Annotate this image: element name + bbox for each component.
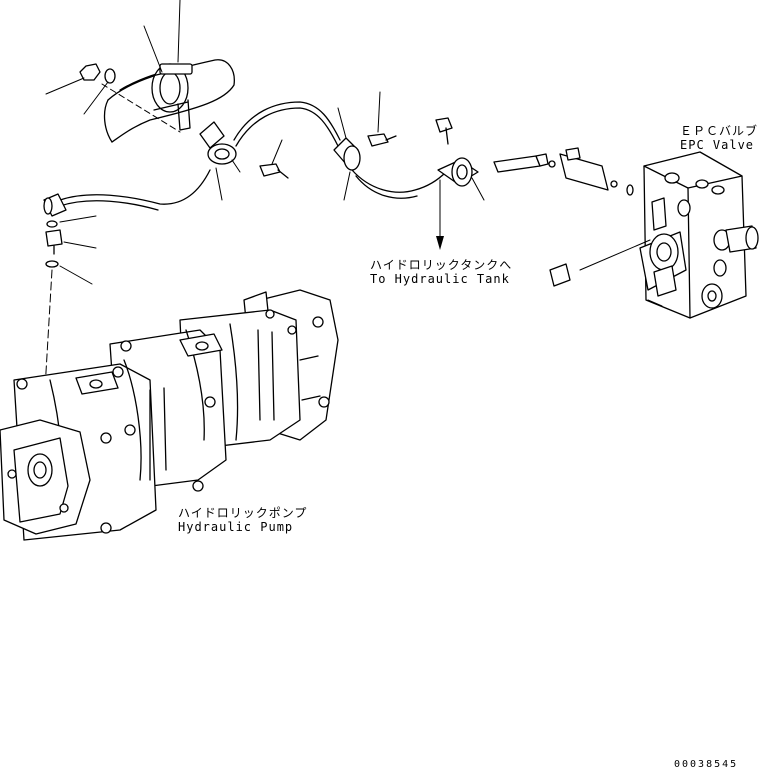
- epc-valve-label-en: EPC Valve: [680, 138, 755, 152]
- tank-label-jp: ハイドロリックタンクへ: [370, 258, 513, 272]
- bolt-icon: [259, 163, 281, 177]
- bolt-upper: [435, 117, 453, 145]
- tank-label: ハイドロリックタンクへ To Hydraulic Tank: [370, 258, 512, 286]
- connector-bolt: [493, 147, 634, 196]
- tee-fitting: [436, 157, 485, 250]
- arrow-down-icon: [436, 236, 444, 250]
- small-fittings: [41, 215, 97, 441]
- hose-clamp-middle: [333, 91, 397, 201]
- pump-label-jp: ハイドロリックポンプ: [178, 506, 308, 520]
- epc-valve-label-jp: ＥＰＣバルブ: [680, 124, 759, 138]
- o-ring-icon: [45, 260, 59, 268]
- pump-label: ハイドロリックポンプ Hydraulic Pump: [178, 506, 307, 534]
- hose-clamp-assembly: [45, 0, 235, 143]
- tank-label-en: To Hydraulic Tank: [370, 272, 510, 286]
- nut-icon: [79, 63, 101, 81]
- leader-line: [177, 0, 181, 63]
- plug-icon: [45, 229, 63, 247]
- hose-clamp-left: [199, 121, 289, 201]
- elbow-fitting-icon: [559, 153, 609, 191]
- bolt-icon: [549, 263, 571, 287]
- epc-valve-block: [549, 151, 759, 319]
- washer-icon: [104, 68, 116, 84]
- hydraulic-pump: [0, 289, 339, 541]
- bolt-icon: [367, 133, 389, 147]
- pump-label-en: Hydraulic Pump: [178, 520, 294, 534]
- pilot-hose: [43, 101, 447, 217]
- drawing-code: 00038545: [674, 759, 739, 770]
- epc-valve-label: ＥＰＣバルブ EPC Valve: [680, 124, 760, 152]
